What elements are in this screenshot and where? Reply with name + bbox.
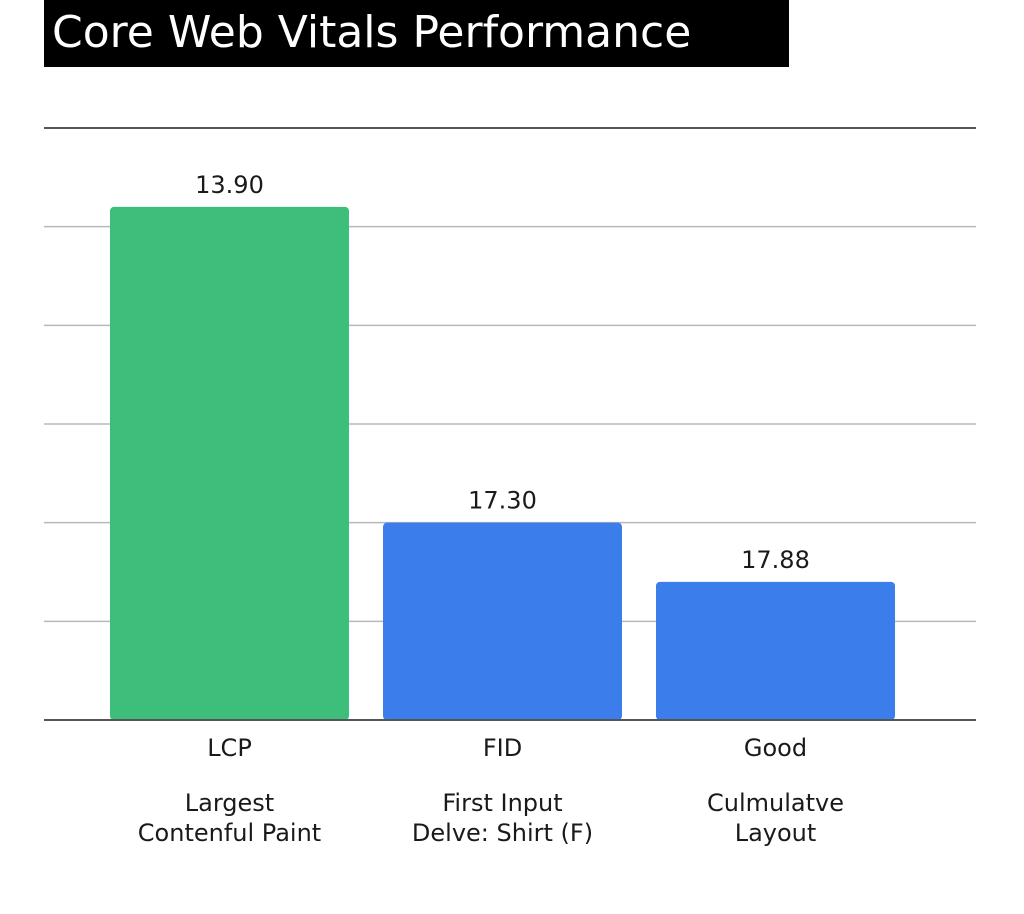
- category-labels: LCP FID Good: [207, 734, 807, 762]
- category-description-fid: Delve: Shirt (F): [412, 819, 593, 847]
- bar-lcp: [110, 206, 349, 720]
- category-description-good: Layout: [735, 819, 817, 847]
- value-labels: 13.90 17.30 17.88: [195, 171, 810, 574]
- category-description-good: Culmulatve: [707, 789, 844, 817]
- category-label-fid: FID: [483, 734, 522, 762]
- value-label-good: 17.88: [741, 546, 810, 574]
- category-label-lcp: LCP: [207, 734, 252, 762]
- chart-title: Core Web Vitals Performance: [44, 0, 789, 67]
- value-label-fid: 17.30: [468, 487, 537, 515]
- category-description-lcp: Contenful Paint: [138, 819, 321, 847]
- bar-good: [656, 581, 895, 720]
- category-description-lcp: Largest: [185, 789, 274, 817]
- bars: [110, 206, 895, 720]
- value-label-lcp: 13.90: [195, 171, 264, 199]
- bar-fid: [383, 522, 622, 720]
- category-description-fid: First Input: [442, 789, 562, 817]
- category-label-good: Good: [744, 734, 807, 762]
